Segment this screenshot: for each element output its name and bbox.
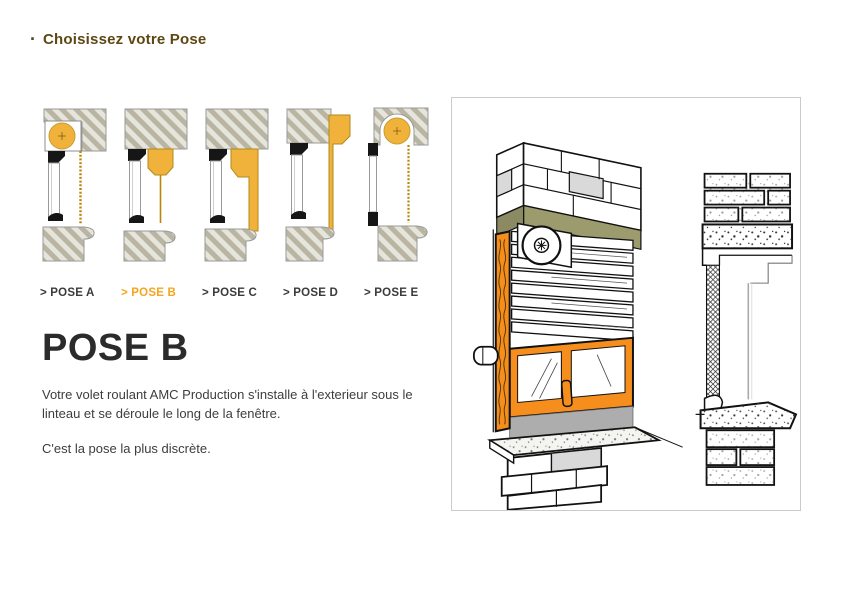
pose-option-b[interactable]: > POSE B <box>121 105 191 299</box>
pose-d-diagram-icon <box>285 108 351 262</box>
section-bricks-bottom <box>705 429 776 486</box>
pose-detail-paragraph-1: Votre volet roulant AMC Production s'ins… <box>42 386 413 422</box>
perspective-view <box>472 141 683 510</box>
pose-c-label[interactable]: > POSE C <box>202 287 257 299</box>
section-concrete-band <box>701 223 794 250</box>
brick-wall-top <box>495 141 642 232</box>
section-frame-profile <box>701 248 793 402</box>
title-bullet-icon: · <box>30 29 36 49</box>
shutter-slats <box>511 230 634 342</box>
pose-selector: > POSE A > POSE B <box>40 105 434 299</box>
guide-rail <box>492 229 511 433</box>
section-sill <box>695 394 798 430</box>
pose-b-label[interactable]: > POSE B <box>121 287 176 299</box>
pose-option-e[interactable]: > POSE E <box>364 105 434 299</box>
brick-pillar <box>500 447 609 510</box>
pose-b-diagram-icon <box>123 108 188 262</box>
window-handle <box>560 379 573 408</box>
pose-option-d[interactable]: > POSE D <box>283 105 353 299</box>
page-header: · Choisissez votre Pose <box>30 30 206 48</box>
pose-a-label[interactable]: > POSE A <box>40 287 95 299</box>
page-title: Choisissez votre Pose <box>43 30 207 48</box>
pose-a-diagram-icon <box>42 108 107 262</box>
pose-b-technical-illustration <box>472 141 798 510</box>
pose-c-diagram-icon <box>204 108 269 262</box>
shutter-channel-hatched <box>705 264 721 402</box>
window-sill <box>487 426 683 465</box>
pose-option-c[interactable]: > POSE C <box>202 105 272 299</box>
pose-e-label[interactable]: > POSE E <box>364 287 419 299</box>
crank-knob <box>472 345 499 366</box>
illustration-panel <box>451 97 801 511</box>
pose-e-diagram-icon <box>368 107 429 262</box>
pose-d-label[interactable]: > POSE D <box>283 287 338 299</box>
roller-drum <box>516 222 573 269</box>
pose-detail-paragraph-2: C'est la pose la plus discrète. <box>42 440 211 456</box>
pose-option-a[interactable]: > POSE A <box>40 105 110 299</box>
window-frame <box>508 336 634 419</box>
section-view <box>695 172 798 486</box>
section-bricks-top <box>703 172 791 223</box>
pose-detail-heading: POSE B <box>42 327 189 369</box>
pose-detail: POSE B Votre volet roulant AMC Productio… <box>42 327 434 458</box>
